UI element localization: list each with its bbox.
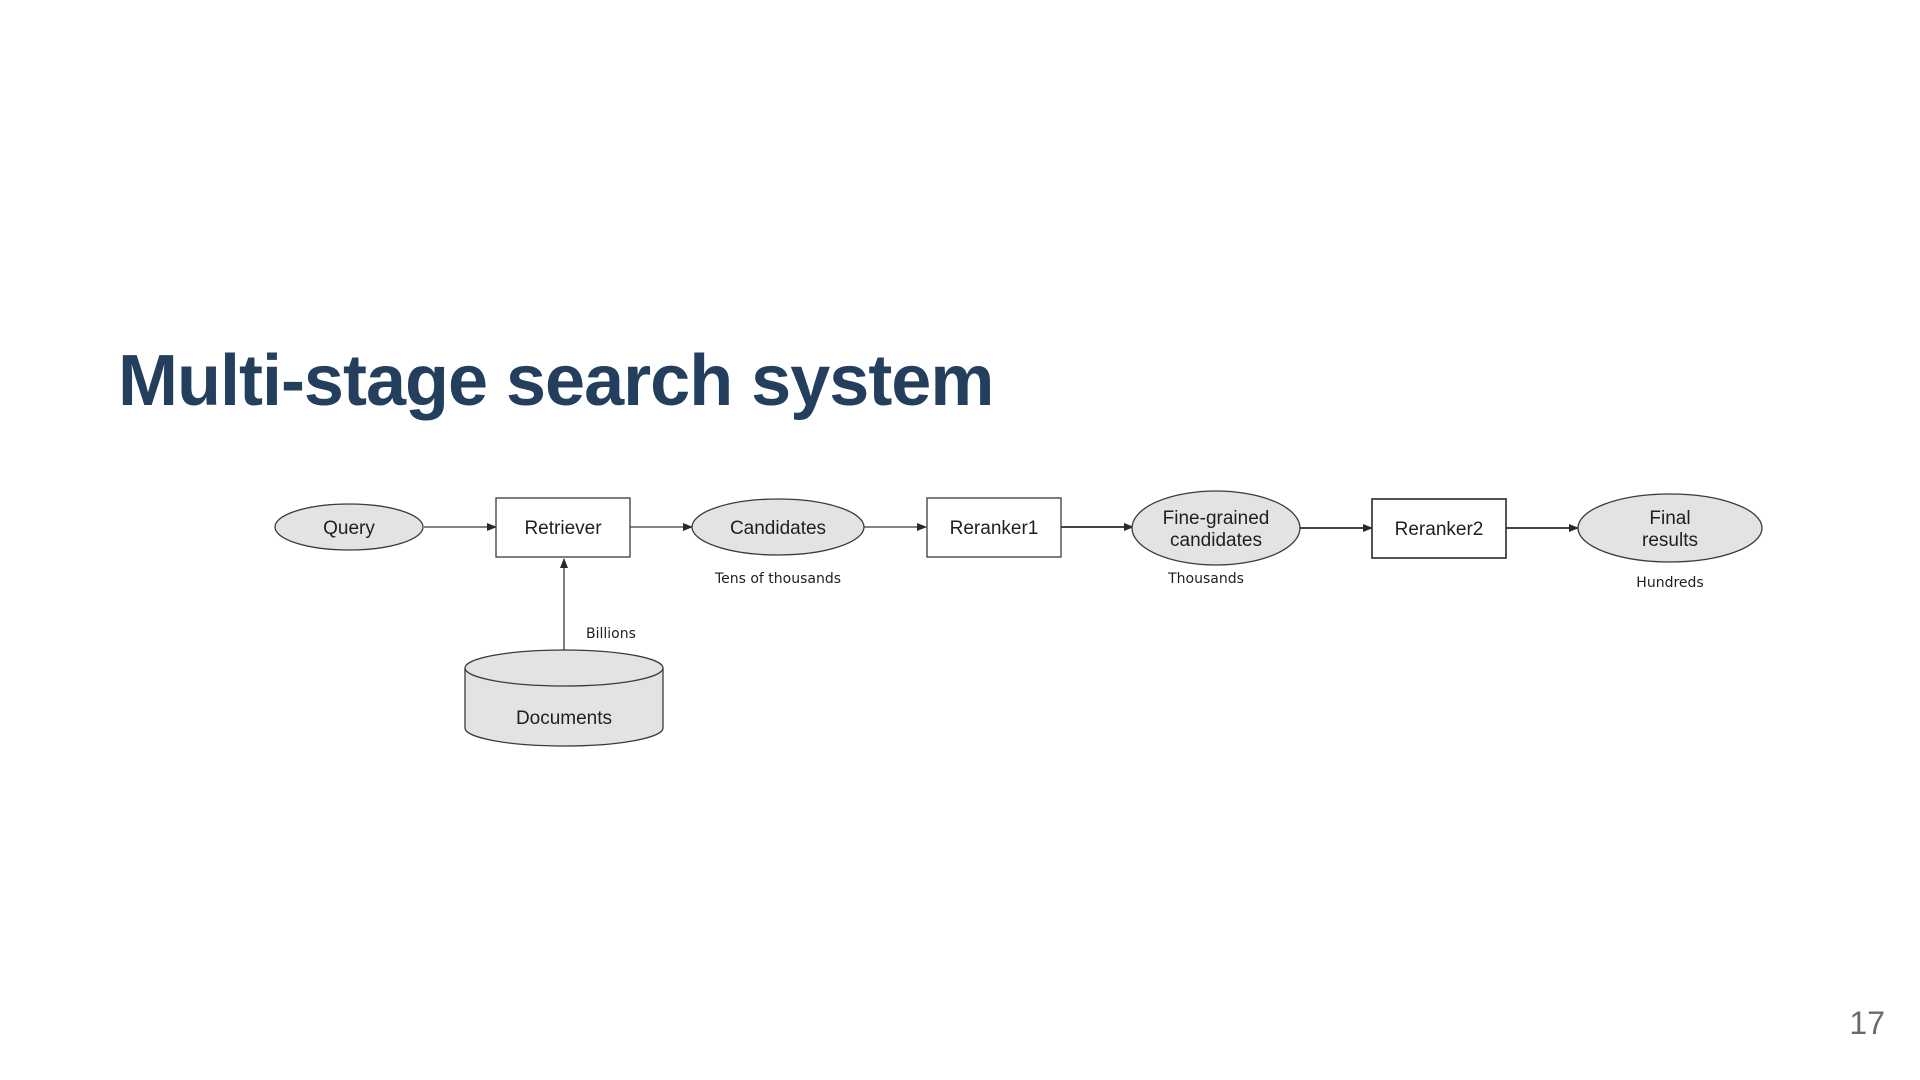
final-results-label-line1: Final [1649, 508, 1690, 529]
fine-grained-label-line2: candidates [1170, 530, 1262, 551]
tens-of-thousands-label: Tens of thousands [714, 571, 841, 587]
reranker1-node [926, 497, 1062, 558]
fine-grained-candidates-node [1131, 490, 1301, 566]
page-number: 17 [1849, 1005, 1885, 1041]
candidates-node [691, 498, 865, 556]
billions-label: Billions [586, 626, 636, 642]
reranker2-label: Reranker2 [1395, 519, 1484, 540]
final-results-node [1577, 493, 1763, 563]
documents-label: Documents [516, 708, 612, 729]
final-results-label-line2: results [1642, 530, 1698, 551]
retriever-node [495, 497, 631, 558]
candidates-label: Candidates [730, 518, 826, 539]
thousands-label: Thousands [1167, 571, 1244, 587]
slide-title: Multi-stage search system [118, 341, 994, 421]
fine-grained-label-line1: Fine-grained [1163, 508, 1270, 529]
reranker1-label: Reranker1 [950, 518, 1039, 539]
reranker2-node [1371, 498, 1507, 559]
query-node [274, 503, 424, 551]
documents-database-icon [464, 649, 664, 747]
hundreds-label: Hundreds [1636, 575, 1703, 591]
query-label: Query [323, 518, 375, 539]
retriever-label: Retriever [524, 518, 602, 539]
